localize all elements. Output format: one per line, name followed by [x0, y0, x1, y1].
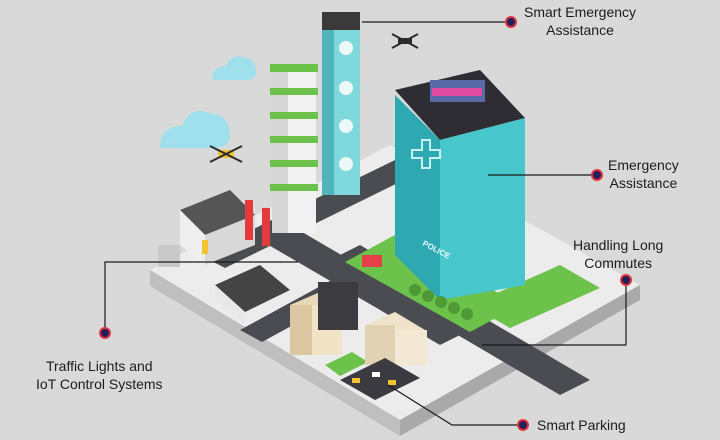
- drone-top: [391, 33, 419, 49]
- label-traffic-lights-iot: Traffic Lights and IoT Control Systems: [36, 358, 163, 392]
- markers: [99, 16, 632, 431]
- marker-smart-emergency: [505, 16, 517, 28]
- green-tower: [270, 64, 318, 233]
- leader-smart-parking: [387, 384, 520, 426]
- leader-lines: [104, 21, 627, 426]
- leader-long-commutes: [482, 280, 627, 346]
- marker-smart-parking: [517, 419, 529, 431]
- label-smart-parking: Smart Parking: [537, 417, 626, 433]
- drone-left: [209, 145, 243, 163]
- factory: [158, 190, 290, 325]
- label-smart-emergency-assistance: Smart Emergency Assistance: [524, 4, 637, 38]
- hospital-building: [395, 70, 525, 300]
- downtown-buildings: [290, 255, 427, 365]
- leader-traffic-lights: [104, 261, 298, 330]
- marker-long-commutes: [620, 274, 632, 286]
- marker-traffic-lights: [99, 327, 111, 339]
- label-emergency-assistance: Emergency Assistance: [608, 157, 679, 191]
- trees: [409, 284, 473, 320]
- label-handling-long-commutes: Handling Long Commutes: [573, 237, 664, 271]
- parking-lot: [340, 358, 420, 400]
- icon-tower: [322, 12, 360, 195]
- clouds: [160, 56, 256, 148]
- marker-emergency-assistance: [591, 169, 603, 181]
